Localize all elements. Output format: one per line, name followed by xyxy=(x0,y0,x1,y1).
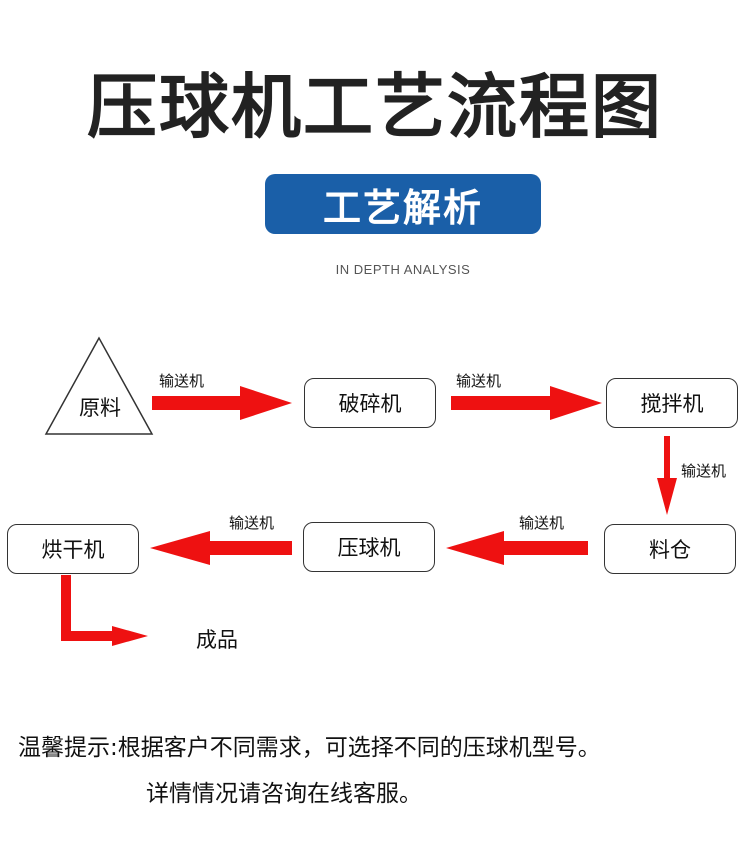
node-mixer: 搅拌机 xyxy=(606,378,738,428)
arrow-raw-to-crusher xyxy=(152,386,292,420)
notice-line-2: 详情情况请咨询在线客服。 xyxy=(146,781,422,807)
conveyor-label: 输送机 xyxy=(159,372,205,390)
section-subtitle: IN DEPTH ANALYSIS xyxy=(335,262,471,277)
arrow-bin-to-press xyxy=(446,531,588,565)
section-badge: 工艺解析 xyxy=(265,174,541,234)
conveyor-label: 输送机 xyxy=(456,372,502,390)
node-dryer: 烘干机 xyxy=(7,524,139,574)
arrow-press-to-dryer xyxy=(150,531,292,565)
raw-material-triangle xyxy=(44,336,154,435)
conveyor-label: 输送机 xyxy=(519,514,565,532)
page-title: 压球机工艺流程图 xyxy=(87,66,663,148)
conveyor-label: 输送机 xyxy=(229,514,275,532)
node-bin: 料仓 xyxy=(604,524,736,574)
node-ball-press: 压球机 xyxy=(303,522,435,572)
notice-line-1: 温馨提示:根据客户不同需求，可选择不同的压球机型号。 xyxy=(18,735,601,761)
conveyor-label: 输送机 xyxy=(681,462,727,480)
arrow-mixer-to-bin xyxy=(657,436,677,515)
node-crusher: 破碎机 xyxy=(304,378,436,428)
node-raw-material: 原料 xyxy=(79,396,121,420)
node-product: 成品 xyxy=(196,628,238,652)
arrow-crusher-to-mixer xyxy=(451,386,602,420)
arrow-dryer-to-product xyxy=(61,575,148,646)
